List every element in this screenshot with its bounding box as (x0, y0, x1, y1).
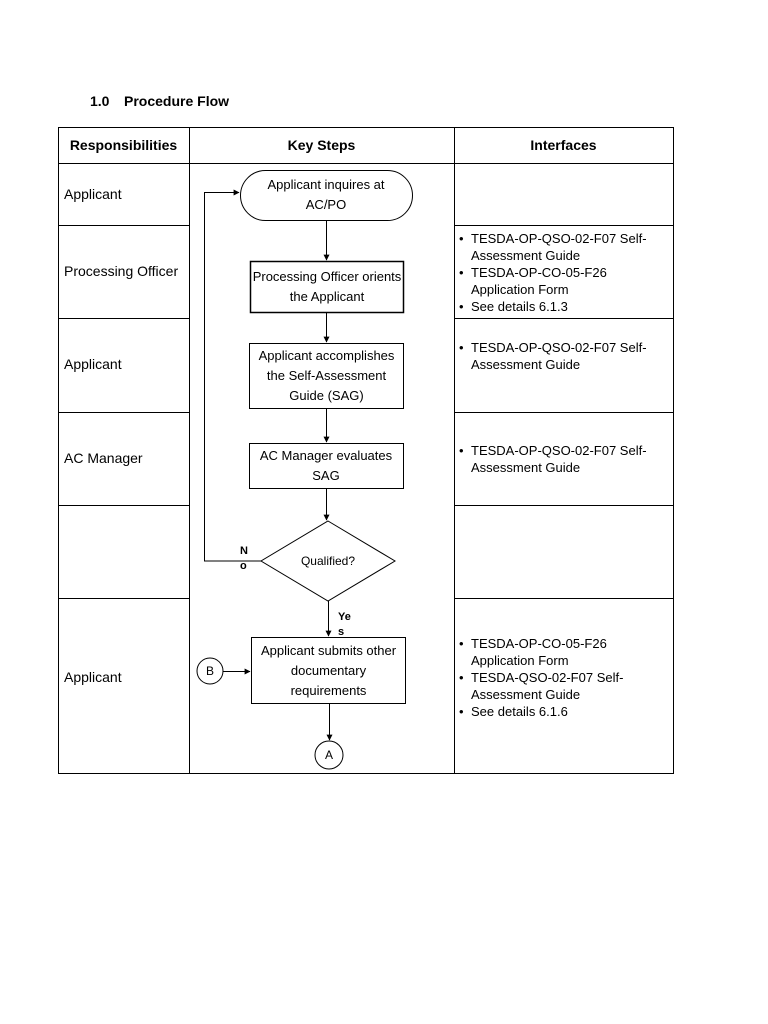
flow-step-submit-box (251, 637, 406, 704)
flow-step-submit-label: Applicant submits other documentary requ… (260, 642, 397, 698)
interface-item: TESDA-QSO-02-F07 Self-Assessment Guide (457, 669, 667, 703)
arrow-decision-no-loop (204, 189, 261, 562)
interface-item: TESDA-OP-QSO-02-F07 Self-Assessment Guid… (457, 339, 667, 373)
responsibility-cell: Applicant (64, 669, 122, 685)
flow-start-terminator (240, 170, 413, 221)
flow-decision-label: Qualified? (300, 554, 356, 568)
interfaces-list: TESDA-OP-CO-05-F26 Application Form TESD… (457, 635, 667, 720)
decision-no-label: No (240, 545, 248, 572)
interfaces-list: TESDA-OP-QSO-02-F07 Self-Assessment Guid… (457, 230, 667, 315)
connector-a-circle (314, 740, 344, 770)
interface-item: TESDA-OP-QSO-02-F07 Self-Assessment Guid… (457, 230, 667, 264)
interface-item: TESDA-OP-CO-05-F26 Application Form (457, 635, 667, 669)
section-title: Procedure Flow (124, 93, 230, 109)
flow-start-label: Applicant inquires at AC/PO (267, 177, 385, 212)
interface-item: See details 6.1.3 (457, 298, 667, 315)
header-responsibilities: Responsibilities (69, 137, 178, 153)
table-border (58, 127, 674, 774)
section-heading: 1.0 Procedure Flow (90, 93, 229, 109)
interface-item: TESDA-OP-CO-05-F26 Application Form (457, 264, 667, 298)
responsibility-cell: Processing Officer (64, 263, 179, 279)
interface-item: See details 6.1.6 (457, 703, 667, 720)
flow-step-accomplish-box (249, 343, 404, 409)
flow-step-orient-box (249, 260, 405, 314)
connector-a-label: A (324, 748, 333, 762)
interface-item: TESDA-OP-QSO-02-F07 Self-Assessment Guid… (457, 442, 667, 476)
flow-step-orient-label: Processing Officer orients the Applicant (252, 269, 402, 304)
flow-step-evaluate-label: AC Manager evaluates SAG (259, 448, 393, 483)
header-interfaces: Interfaces (530, 137, 597, 153)
responsibility-cell: AC Manager (64, 450, 143, 466)
decision-yes-label: Yes (338, 611, 351, 638)
flow-step-accomplish-label: Applicant accomplishes the Self-Assessme… (258, 348, 395, 403)
flow-step-evaluate-box (249, 443, 404, 489)
header-key-steps: Key Steps (287, 137, 356, 153)
responsibility-cell: Applicant (64, 186, 122, 202)
section-number: 1.0 (90, 93, 110, 109)
interfaces-list: TESDA-OP-QSO-02-F07 Self-Assessment Guid… (457, 442, 667, 476)
connector-b-label: B (205, 664, 214, 678)
responsibility-cell: Applicant (64, 356, 122, 372)
interfaces-list: TESDA-OP-QSO-02-F07 Self-Assessment Guid… (457, 339, 667, 373)
